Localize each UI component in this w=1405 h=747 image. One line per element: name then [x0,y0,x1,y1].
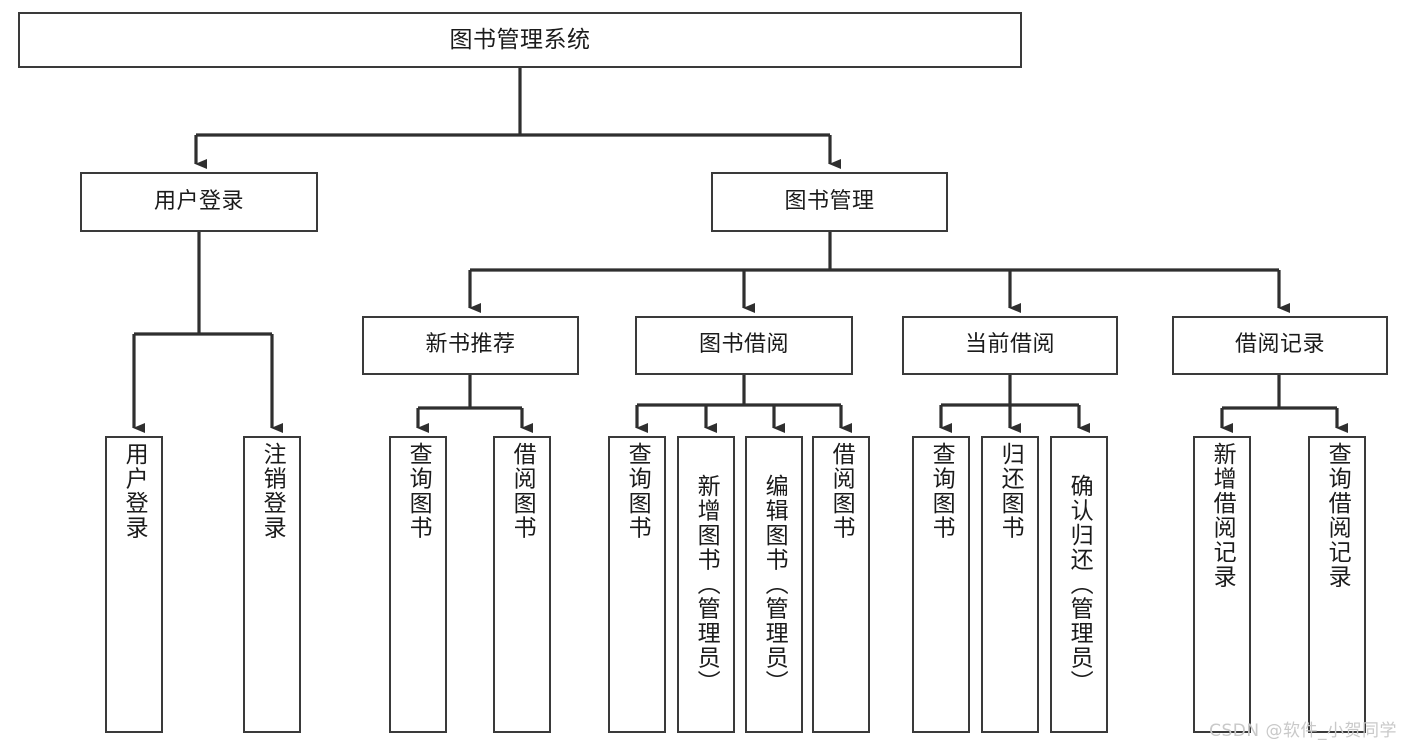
leaf-confirm-return[interactable]: 确认归还（管理员） [1050,436,1108,733]
node-book-borrow[interactable]: 图书借阅 [635,316,853,375]
leaf-borrow-book-1[interactable]: 借阅图书 [493,436,551,733]
node-current-borrow[interactable]: 当前借阅 [902,316,1118,375]
node-new-book-recommend[interactable]: 新书推荐 [362,316,579,375]
node-label: 借阅图书 [509,442,536,540]
node-book-management[interactable]: 图书管理 [711,172,948,232]
watermark-csdn: CSDN @软件_小贺同学 [1209,721,1397,741]
node-label: 查询借阅记录 [1324,442,1351,589]
node-label: 借阅图书 [828,442,855,540]
leaf-query-book-2[interactable]: 查询图书 [608,436,666,733]
leaf-add-record[interactable]: 新增借阅记录 [1193,436,1251,733]
leaf-borrow-book-2[interactable]: 借阅图书 [812,436,870,733]
leaf-add-book[interactable]: 新增图书（管理员） [677,436,735,733]
node-label: 用户登录 [121,442,148,540]
node-label: 注销登录 [259,442,286,540]
leaf-query-book-3[interactable]: 查询图书 [912,436,970,733]
node-root-book-management-system[interactable]: 图书管理系统 [18,12,1022,68]
node-label: 图书管理 [784,188,875,214]
leaf-query-record[interactable]: 查询借阅记录 [1308,436,1366,733]
node-label: 确认归还（管理员） [1066,474,1093,695]
node-label: 新增借阅记录 [1209,442,1236,589]
node-user-login[interactable]: 用户登录 [80,172,318,232]
leaf-user-login[interactable]: 用户登录 [105,436,163,733]
leaf-query-book-1[interactable]: 查询图书 [389,436,447,733]
node-label: 图书借阅 [698,332,789,358]
node-label: 借阅记录 [1234,332,1325,358]
node-borrow-record[interactable]: 借阅记录 [1172,316,1388,375]
node-label: 查询图书 [928,442,955,540]
leaf-edit-book[interactable]: 编辑图书（管理员） [745,436,803,733]
leaf-return-book[interactable]: 归还图书 [981,436,1039,733]
node-label: 查询图书 [624,442,651,540]
node-label: 当前借阅 [964,332,1055,358]
node-label: 新增图书（管理员） [693,474,720,695]
node-label: 新书推荐 [425,332,516,358]
node-label: 用户登录 [153,188,244,214]
node-label: 图书管理系统 [449,26,591,53]
node-label: 编辑图书（管理员） [761,474,788,695]
leaf-logout-login[interactable]: 注销登录 [243,436,301,733]
node-label: 查询图书 [405,442,432,540]
node-label: 归还图书 [997,442,1024,540]
